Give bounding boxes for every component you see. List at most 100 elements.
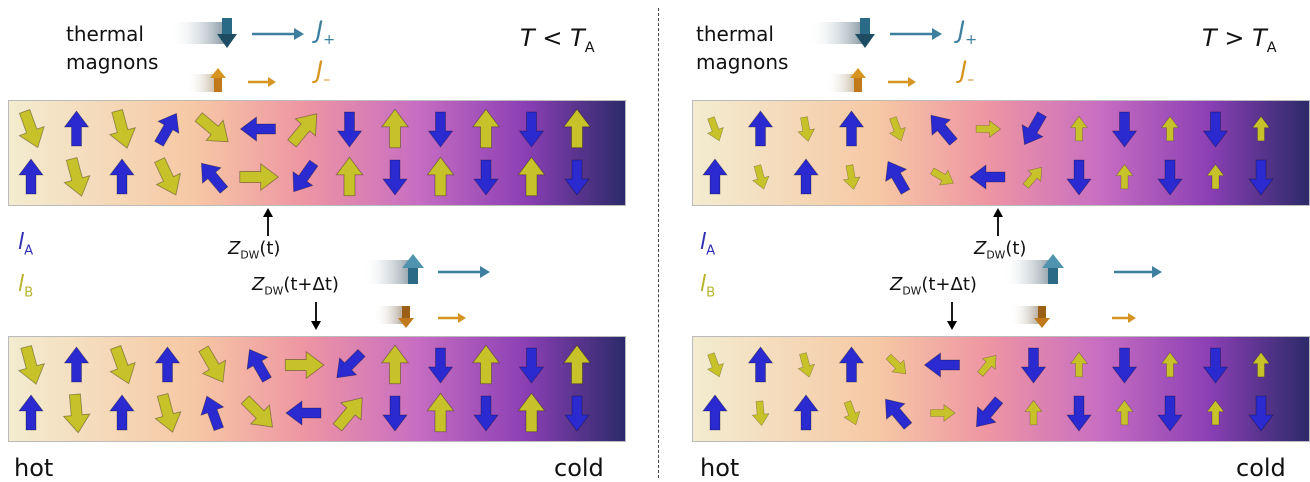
spin-arrow-sublattice-b [62,393,91,434]
spin-arrow-sublattice-a [63,346,90,383]
spin-arrow-sublattice-a [292,159,319,193]
magnon-minus-symbol [186,68,276,92]
magnon-minus-symbol [826,68,916,92]
spin-arrow-sublattice-a [518,347,545,384]
spin-arrow-sublattice-b [517,392,546,433]
spin-arrow-sublattice-a [473,395,499,432]
spin-chain-top-spins [18,108,592,197]
spin-arrow-sublattice-a [702,394,728,431]
spin-arrow-sublattice-b [1024,399,1043,426]
spin-arrow-sublattice-b [1070,115,1088,142]
spin-chain-bottom-spins [702,346,1274,432]
spin-arrow-sublattice-a [1202,111,1229,148]
panel-right: thermal magnons J+ J– T > TA [670,0,1310,481]
cold-label: cold [1236,454,1286,482]
spin-arrow-sublattice-b [154,392,182,433]
zdw-t-label: ZDW(t) [974,238,1027,262]
legend-magnons-label: magnons [696,50,789,74]
zdw-t-dt-label: ZDW(t+Δt) [890,274,977,298]
hot-label: hot [700,454,740,482]
spin-arrow-sublattice-a [1248,159,1274,196]
spin-arrow-sublattice-a [382,395,408,432]
temperature-condition: T > TA [1202,24,1277,56]
spin-arrow-sublattice-b [797,352,815,378]
spin-arrow-sublattice-b [380,344,410,385]
legend-thermal-label: thermal [66,22,144,46]
spin-arrow-sublattice-a [1066,395,1092,432]
domain-wall-position-arrow-down [947,302,957,330]
zdw-t-label: ZDW(t) [228,238,281,262]
sublattice-b-label: lB [18,272,34,301]
zdw-t-dt-label: ZDW(t+Δt) [252,274,339,298]
panel-left: thermal magnons J+ J– T < TA [0,0,640,481]
spin-arrow-sublattice-b [977,354,997,377]
spin-arrow-sublattice-a [564,395,590,432]
spin-arrow-sublattice-a [336,348,366,379]
spin-arrow-sublattice-a [201,162,229,194]
spin-arrow-sublattice-b [471,344,501,385]
spin-arrow-sublattice-b [198,345,227,383]
sublattice-b-label: lB [700,272,716,301]
legend-magnons-label: magnons [66,50,159,74]
j-minus-label: J– [960,56,975,88]
spin-arrow-sublattice-b [240,395,274,428]
spin-arrow-sublattice-a [1248,395,1274,432]
spin-arrow-sublattice-a [1157,159,1183,196]
spin-chain-bottom [692,336,1310,442]
spin-arrow-sublattice-a [246,348,272,383]
spin-chain-top [692,100,1310,206]
sublattice-a-label: lA [700,230,716,259]
spin-arrow-sublattice-b [842,164,861,190]
spin-arrow-sublattice-b [426,156,455,197]
spin-arrow-sublattice-b [1252,351,1270,378]
spin-arrow-sublattice-a [18,394,44,431]
spin-arrow-sublattice-a [885,398,913,430]
spin-arrow-sublattice-a [1020,347,1047,384]
panel-divider [658,8,659,478]
hot-label: hot [14,454,54,482]
spin-arrow-sublattice-a [923,352,960,378]
spin-arrow-sublattice-b [517,156,546,197]
spin-arrow-sublattice-a [1111,111,1138,148]
spin-arrow-sublattice-a [63,110,90,147]
spin-arrow-sublattice-a [109,158,135,195]
legend-thermal-label: thermal [696,22,774,46]
spin-arrow-sublattice-a [473,159,499,196]
domain-wall-position-arrow-up [263,208,273,236]
spin-arrow-sublattice-a [239,116,276,142]
spin-arrow-sublattice-a [702,158,728,195]
spin-arrow-sublattice-a [336,111,363,148]
spin-arrow-sublattice-b [930,167,954,186]
spin-arrow-sublattice-a [427,111,454,148]
spin-arrow-sublattice-b [1115,399,1134,426]
spin-arrow-sublattice-a [154,112,180,147]
spin-arrow-sublattice-b [562,108,592,149]
spin-arrow-sublattice-a [747,346,774,383]
spin-arrow-sublattice-b [18,108,45,149]
reflected-magnon-plus [362,254,490,284]
spin-arrow-sublattice-b [154,157,182,196]
spin-arrow-sublattice-a [1111,347,1138,384]
spin-arrow-sublattice-b [1022,166,1042,189]
spin-chain-top [8,100,626,206]
spin-arrow-sublattice-b [843,400,861,426]
spin-arrow-sublattice-b [109,344,136,385]
spin-arrow-sublattice-b [380,108,410,149]
spin-arrow-sublattice-b [706,352,724,378]
spin-arrow-sublattice-a [885,160,911,195]
spin-arrow-sublattice-b [885,353,907,375]
j-plus-label: J+ [958,16,978,48]
spin-arrow-sublattice-b [108,108,137,149]
spin-arrow-sublattice-a [154,346,181,383]
spin-arrow-sublattice-b [332,397,363,432]
sublattice-a-label: lA [18,230,34,259]
spin-arrow-sublattice-b [471,108,501,149]
spin-arrow-sublattice-a [1021,111,1047,146]
reflected-magnon-minus [1010,306,1136,328]
spin-arrow-sublattice-a [109,394,135,431]
spin-arrow-sublattice-b [1161,115,1179,142]
j-plus-label: J+ [316,16,336,48]
spin-arrow-sublattice-b [797,116,816,142]
magnon-plus-symbol [808,18,942,48]
spin-arrow-sublattice-b [335,156,364,197]
